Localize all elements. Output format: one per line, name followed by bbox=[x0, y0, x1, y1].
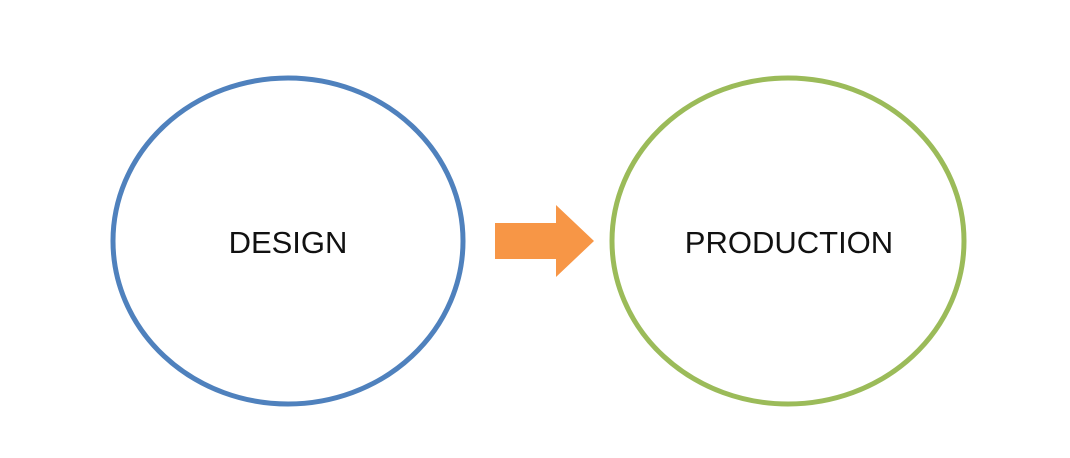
design-node bbox=[110, 75, 466, 407]
production-label: PRODUCTION bbox=[685, 225, 893, 260]
production-node bbox=[609, 75, 967, 407]
design-label: DESIGN bbox=[229, 225, 348, 260]
arrow-icon bbox=[495, 205, 594, 277]
